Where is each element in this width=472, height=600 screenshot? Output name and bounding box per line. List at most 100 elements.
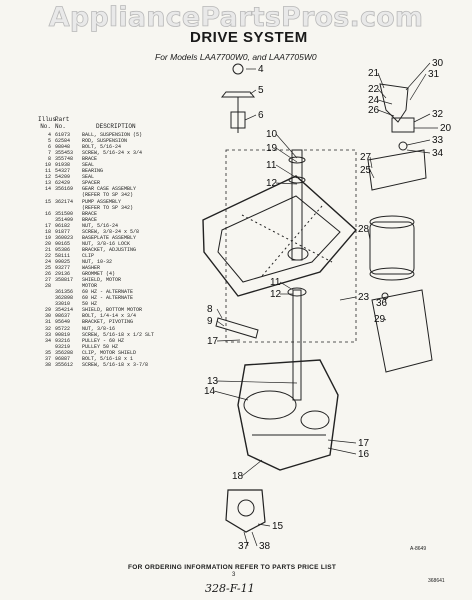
row-illus-no: 12 xyxy=(44,174,51,181)
callout-label: 15 xyxy=(272,521,284,532)
callout-label: 29 xyxy=(374,314,386,325)
row-description: SEAL xyxy=(82,162,95,169)
leader-line xyxy=(406,149,431,154)
row-description: SCREW, 5/16-18 x 3-7/8 xyxy=(82,361,149,368)
row-part-no: 361356 xyxy=(55,289,74,296)
baseplate-hub xyxy=(287,247,309,261)
leader-line xyxy=(213,390,249,401)
row-description: NUT, 10-32 xyxy=(82,258,113,265)
baseplate xyxy=(202,175,357,297)
row-description: WASHER xyxy=(82,265,101,272)
row-part-no: 98048 xyxy=(55,144,71,151)
row-illus-no: 25 xyxy=(44,265,51,272)
row-description: 50 HZ xyxy=(82,301,98,308)
leader-line xyxy=(327,447,357,455)
row-illus-no: 4 xyxy=(47,132,51,138)
callout-label: 32 xyxy=(432,109,444,120)
row-illus-no: 24 xyxy=(44,258,51,265)
row-illus-no: 26 xyxy=(44,271,51,278)
callout-label: 8 xyxy=(207,304,213,315)
callout-label: 4 xyxy=(258,64,264,75)
baseplate-inner xyxy=(217,195,341,283)
header-no-1: No. xyxy=(40,123,51,130)
callout-label: 18 xyxy=(232,471,244,482)
row-part-no: 351500 xyxy=(55,210,74,217)
motor-shield xyxy=(367,149,427,191)
leader-line xyxy=(275,182,298,185)
bracket-pivoting xyxy=(391,117,415,133)
row-illus-no: 30 xyxy=(44,313,51,320)
header-illus: Illus. xyxy=(38,116,60,123)
callout-label: 36 xyxy=(376,298,388,309)
row-part-no: 96887 xyxy=(55,355,71,362)
row-description: 60 HZ - ALTERNATE xyxy=(82,289,134,296)
leader-line xyxy=(275,164,298,179)
leader-line xyxy=(241,459,263,477)
leader-line xyxy=(413,113,431,123)
row-description: SHIELD, BOTTOM MOTOR xyxy=(82,307,143,314)
row-part-no: 351499 xyxy=(55,216,74,223)
callout-label: 5 xyxy=(258,85,264,96)
shaft-bearing xyxy=(288,176,306,184)
callout-label: 9 xyxy=(207,316,213,327)
row-description: PULLEY 50 HZ xyxy=(82,343,119,350)
row-part-no: 61073 xyxy=(55,132,71,138)
row-part-no: 362174 xyxy=(55,198,74,205)
row-illus-no: 21 xyxy=(44,246,51,253)
row-illus-no: 38 xyxy=(44,361,51,368)
leader-line xyxy=(275,133,298,159)
row-description: SCREW, 5/16-24 x 3/4 xyxy=(82,150,143,157)
row-description: BALL, SUSPENSION (5) xyxy=(82,132,143,138)
table-row: 8 355748 BRACE xyxy=(38,156,178,162)
callout-label: 38 xyxy=(259,541,271,552)
row-description: BRACE xyxy=(82,156,98,163)
row-description: SEAL xyxy=(82,174,95,181)
row-illus-no: 16 xyxy=(44,210,51,217)
row-description: BOLT, 1/4-14 x 3/4 xyxy=(82,313,137,320)
row-description: NUT, 3/8-16 xyxy=(82,325,116,332)
table-row: 361356 60 HZ - ALTERNATE xyxy=(38,289,178,295)
callout-label: 12 xyxy=(270,289,282,300)
row-description: BEARING xyxy=(82,168,104,175)
row-part-no: 93219 xyxy=(55,343,71,350)
leader-line xyxy=(367,228,371,241)
row-description: (REFER TO SP 342) xyxy=(82,204,134,211)
callout-label: 19 xyxy=(266,143,278,154)
row-description: GROMMET (4) xyxy=(82,271,116,278)
nut-pulley xyxy=(398,141,408,151)
leader-line xyxy=(327,439,357,444)
leader-line xyxy=(244,114,257,121)
callout-label: 17 xyxy=(207,336,219,347)
row-part-no: 355748 xyxy=(55,156,74,163)
row-description: SHIELD, MOTOR xyxy=(82,277,122,284)
leader-line xyxy=(377,99,393,105)
row-description: MOTOR xyxy=(82,283,98,290)
leader-line xyxy=(383,318,387,321)
table-row: 4 61073 BALL, SUSPENSION (5) xyxy=(38,132,178,138)
row-illus-no: 5 xyxy=(47,138,51,145)
table-row: (REFER TO SP 342) xyxy=(38,205,178,211)
row-description: NUT, 5/16-24 xyxy=(82,222,119,229)
leader-line xyxy=(249,89,257,95)
row-illus-no: 8 xyxy=(47,156,51,163)
lower-seal xyxy=(287,287,307,297)
row-part-no: 95722 xyxy=(55,325,71,332)
suspension-ball xyxy=(232,63,244,75)
